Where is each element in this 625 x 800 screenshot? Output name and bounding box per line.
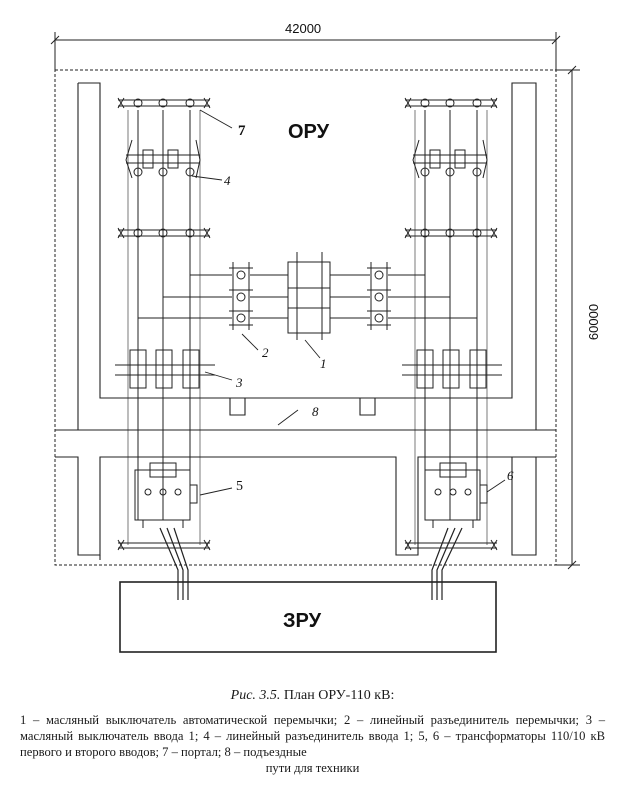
legend-line-3: 5, 6 – трансформаторы 110/10 кВ первого …	[20, 729, 605, 759]
callout-3: 3	[235, 375, 243, 390]
disconnector-right	[412, 139, 488, 179]
leader-lines	[191, 109, 506, 496]
callout-4: 4	[224, 173, 231, 188]
breaker-3	[115, 349, 215, 389]
callout-1: 1	[320, 356, 327, 371]
oru-plan-diagram: 42000 60000 ОРУ ЗРУ 7 4 2 1 3 8 5 6	[50, 21, 601, 653]
transformer-6	[424, 462, 488, 528]
figure-number: Рис. 3.5.	[230, 688, 281, 703]
zru-label: ЗРУ	[283, 610, 322, 632]
legend-line-2: перемычки; 3 – масляный выключатель ввод…	[20, 713, 605, 743]
zru-building	[119, 581, 497, 653]
legend-line-4: пути для техники	[265, 761, 360, 775]
disconnector-2-left	[229, 262, 253, 330]
right-bay	[402, 97, 502, 600]
callout-7: 7	[238, 123, 246, 139]
legend-line-1: 1 – масляный выключатель автоматической …	[20, 713, 509, 727]
breaker-right	[402, 349, 502, 389]
access-roads	[55, 82, 556, 560]
figure-caption-title: Рис. 3.5. План ОРУ-110 кВ:	[20, 688, 605, 704]
width-dimension-label: 42000	[285, 21, 321, 36]
figure-legend: 1 – масляный выключатель автоматической …	[20, 712, 605, 776]
portal-left-bottom	[117, 539, 211, 551]
portal-right-2	[404, 227, 498, 239]
oru-label: ОРУ	[288, 121, 330, 143]
disconnector-2-right	[367, 262, 391, 330]
callout-8: 8	[312, 404, 319, 419]
callout-2: 2	[262, 345, 269, 360]
portal-right-top	[404, 97, 498, 109]
transformer-5	[134, 462, 198, 528]
height-dimension-label: 60000	[586, 304, 601, 340]
width-dimension	[50, 32, 561, 72]
callout-5: 5	[236, 479, 243, 494]
disconnector-4	[125, 139, 201, 179]
callout-6: 6	[507, 468, 514, 483]
portal-7-left	[117, 97, 211, 109]
height-dimension	[556, 65, 580, 570]
left-bay	[115, 97, 215, 600]
figure-title: План ОРУ-110 кВ:	[280, 688, 395, 703]
portal-right-bottom	[404, 539, 498, 551]
substation-fence	[54, 69, 557, 566]
portal-left-2	[117, 227, 211, 239]
jumper-section	[138, 252, 477, 340]
breaker-1	[287, 252, 331, 340]
